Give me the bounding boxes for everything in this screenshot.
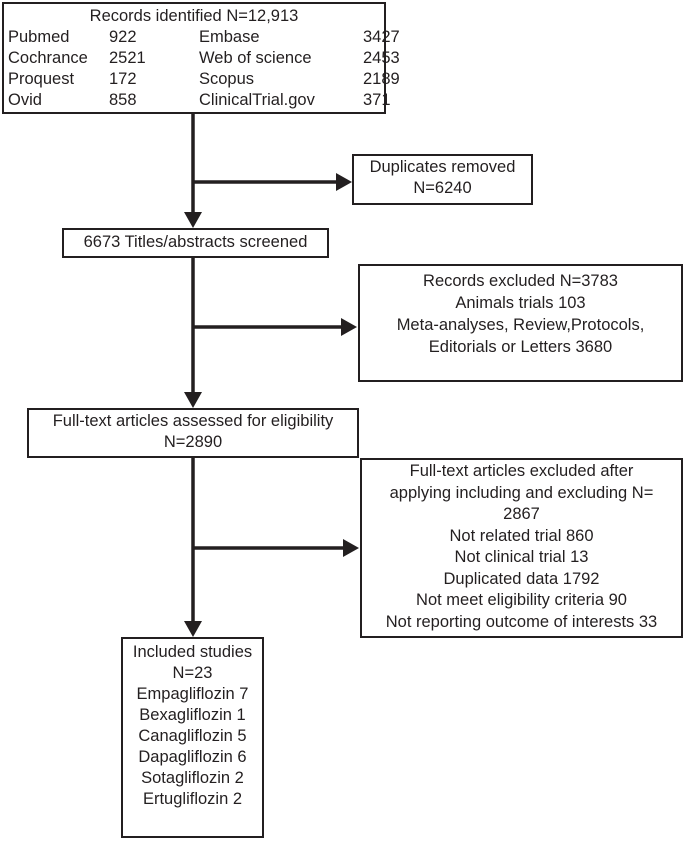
- included-studies-line: Ertugliflozin 2: [142, 790, 243, 808]
- arrowhead-right-fulltext-excluded-icon: [343, 539, 359, 557]
- titles-screened-box: 6673 Titles/abstracts screened: [62, 228, 329, 258]
- fulltext-excluded-line: Not meet eligibility criteria 90: [416, 591, 627, 609]
- source-name: Pubmed: [8, 28, 70, 46]
- source-name: Cochrance: [8, 49, 88, 67]
- included-studies-line: Sotagliflozin 2: [141, 769, 244, 787]
- source-name: Web of science: [199, 49, 312, 67]
- source-count: 922: [109, 28, 137, 46]
- fulltext-assessed-count: N=2890: [163, 433, 223, 451]
- source-count: 371: [363, 91, 391, 109]
- included-studies-line: Bexagliflozin 1: [139, 706, 246, 724]
- fulltext-excluded-line: 2867: [503, 505, 540, 523]
- arrowhead-right-records-excluded-icon: [341, 318, 357, 336]
- fulltext-excluded-line: Not clinical trial 13: [454, 548, 589, 566]
- titles-screened-text: 6673 Titles/abstracts screened: [83, 233, 308, 251]
- included-studies-line: N=23: [172, 664, 213, 682]
- records-excluded-line: Editorials or Letters 3680: [428, 338, 613, 356]
- included-studies-line: Included studies: [132, 643, 253, 661]
- arrowhead-down-included-icon: [184, 621, 202, 637]
- fulltext-excluded-line: Not reporting outcome of interests 33: [385, 612, 658, 631]
- records-excluded-line: Meta-analyses, Review,Protocols,: [396, 316, 645, 334]
- source-name: Embase: [199, 28, 260, 46]
- records-excluded-line: Animals trials 103: [455, 294, 586, 312]
- records-identified-box: Records identified N=12,913 Pubmed 922 E…: [2, 2, 400, 114]
- fulltext-excluded-line: applying including and excluding N=: [389, 483, 654, 502]
- source-name: ClinicalTrial.gov: [199, 91, 315, 109]
- source-name: Scopus: [199, 70, 255, 88]
- included-studies-line: Canagliflozin 5: [138, 727, 247, 745]
- duplicates-removed-line: Duplicates removed: [369, 158, 516, 176]
- included-studies-line: Empagliflozin 7: [136, 685, 249, 703]
- records-excluded-line: Records excluded N=3783: [423, 272, 618, 290]
- duplicates-removed-box: Duplicates removed N=6240: [352, 154, 533, 205]
- source-count: 858: [109, 91, 137, 109]
- duplicates-removed-count: N=6240: [413, 179, 472, 197]
- records-excluded-box: Records excluded N=3783 Animals trials 1…: [358, 264, 683, 382]
- fulltext-excluded-line: Not related trial 860: [449, 526, 594, 545]
- fulltext-excluded-box: Full-text articles excluded after applyi…: [360, 458, 683, 638]
- arrowhead-right-duplicates-icon: [336, 173, 352, 191]
- source-count: 2189: [363, 70, 400, 88]
- source-name: Proquest: [8, 70, 75, 88]
- fulltext-excluded-line: Duplicated data 1792: [443, 569, 600, 588]
- arrowhead-down-fulltext-icon: [184, 392, 202, 408]
- source-count: 2521: [109, 49, 146, 67]
- source-count: 3427: [363, 28, 400, 46]
- arrowhead-down-screened-icon: [184, 212, 202, 228]
- included-studies-line: Dapagliflozin 6: [138, 748, 247, 766]
- source-name: Ovid: [8, 91, 42, 109]
- fulltext-assessed-box: Full-text articles assessed for eligibil…: [27, 408, 359, 458]
- records-identified-sources: Pubmed 922 Embase 3427 Cochrance 2521 We…: [4, 27, 400, 111]
- source-count: 172: [109, 70, 137, 88]
- fulltext-excluded-line: Full-text articles excluded after: [409, 462, 634, 480]
- fulltext-assessed-line: Full-text articles assessed for eligibil…: [52, 412, 334, 430]
- source-count: 2453: [363, 49, 400, 67]
- records-identified-title: Records identified N=12,913: [89, 7, 299, 25]
- included-studies-box: Included studies N=23 Empagliflozin 7 Be…: [121, 637, 264, 838]
